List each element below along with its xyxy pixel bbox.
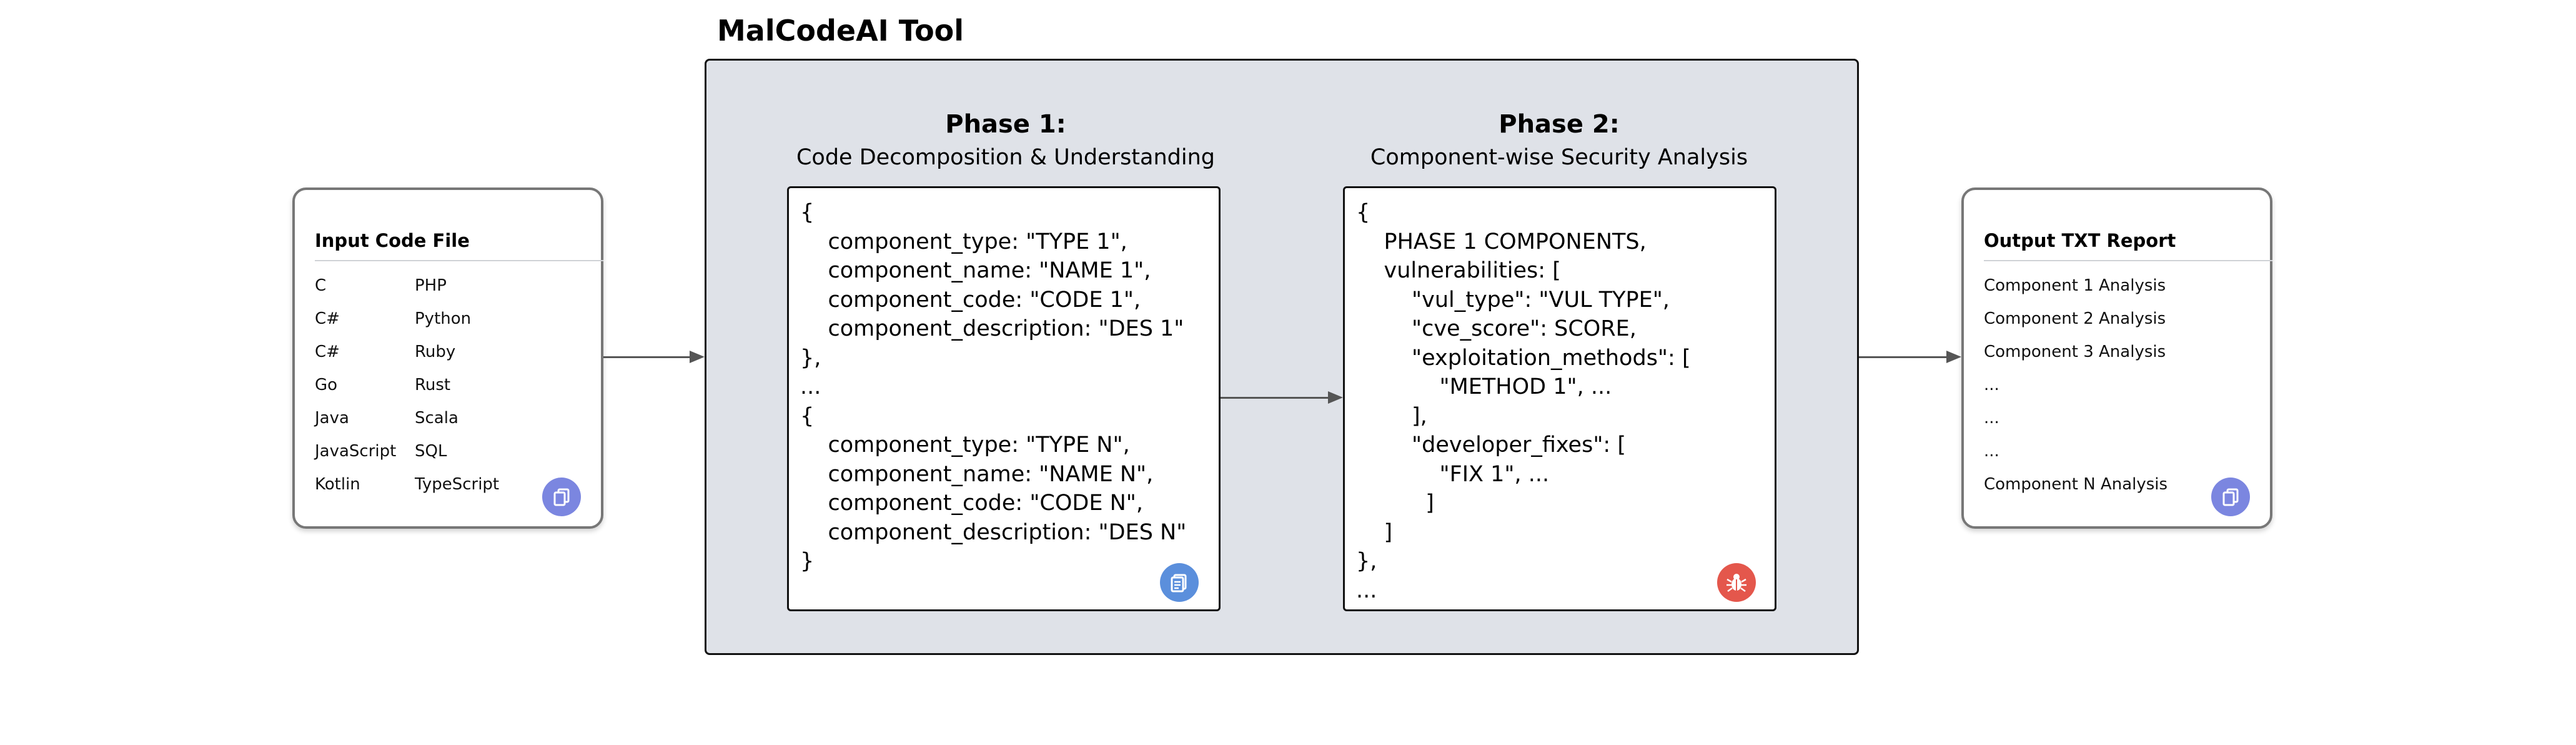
language-item: C [315,276,327,295]
code-line: "METHOD 1", ... [1356,374,1612,399]
language-item: C# [315,342,340,361]
phase2-code-box: { PHASE 1 COMPONENTS, vulnerabilities: [… [1343,186,1776,611]
language-item: C# [315,309,340,328]
language-item: Python [415,309,472,328]
tool-title: MalCodeAI Tool [717,14,964,48]
code-line: }, [800,345,821,371]
language-item: PHP [415,276,447,295]
phase2-subtitle: Component-wise Security Analysis [1370,145,1748,170]
code-line: "vul_type": "VUL TYPE", [1356,287,1670,312]
code-line: component_name: "NAME N", [800,461,1154,487]
code-line: ... [800,374,821,399]
phase1-title: Phase 1: [945,110,1066,139]
code-line: vulnerabilities: [ [1356,258,1561,283]
phase2-title: Phase 2: [1499,110,1620,139]
arrow-input-to-tool [603,356,690,358]
code-line: ], [1356,403,1427,429]
report-item: ... [1984,376,1999,394]
code-line: { [800,200,815,225]
code-line: { [800,403,815,429]
output-card-title: Output TXT Report [1984,230,2176,251]
report-item: Component 2 Analysis [1984,309,2166,328]
code-line: "developer_fixes": [ [1356,432,1626,458]
report-item: ... [1984,409,1999,428]
code-line: component_code: "CODE N", [800,491,1144,516]
arrow-tool-to-output [1859,356,1946,358]
phase1-subtitle: Code Decomposition & Understanding [796,145,1215,170]
language-item: Java [315,409,349,428]
code-line: "exploitation_methods": [ [1356,345,1691,371]
stacked-pages-icon [1160,563,1199,602]
code-line: "cve_score": SCORE, [1356,316,1637,341]
language-item: Kotlin [315,475,360,494]
code-line: component_type: "TYPE N", [800,432,1130,458]
code-line: component_code: "CODE 1", [800,287,1141,312]
code-line: ... [1356,578,1377,603]
arrow-phase1-to-phase2 [1221,397,1328,399]
code-line: } [800,549,815,574]
report-item: Component 1 Analysis [1984,276,2166,295]
input-card-divider [315,260,603,261]
report-item: Component N Analysis [1984,475,2168,494]
bug-icon [1717,563,1756,602]
phase1-code-box: { component_type: "TYPE 1", component_na… [787,186,1221,611]
language-item: Go [315,376,338,394]
arrow-head-tool-to-output [1946,351,1961,363]
arrow-head-phase1-to-phase2 [1328,391,1343,404]
language-item: TypeScript [415,475,500,494]
code-line: ] [1356,519,1393,545]
code-line: component_description: "DES 1" [800,316,1184,341]
copy-icon [2211,478,2250,516]
arrow-head-input-to-tool [690,351,705,363]
report-item: Component 3 Analysis [1984,342,2166,361]
code-line: component_description: "DES N" [800,519,1187,545]
code-line: component_name: "NAME 1", [800,258,1151,283]
report-item: ... [1984,442,1999,461]
code-line: PHASE 1 COMPONENTS, [1356,229,1647,254]
copy-icon [542,478,581,516]
code-line: "FIX 1", ... [1356,461,1550,487]
code-line: component_type: "TYPE 1", [800,229,1127,254]
output-card-divider [1984,260,2272,261]
code-line: { [1356,200,1370,225]
language-item: SQL [415,442,447,461]
language-item: Scala [415,409,458,428]
code-line: ] [1356,491,1434,516]
language-item: Ruby [415,342,456,361]
code-line: }, [1356,549,1377,574]
input-card-title: Input Code File [315,230,470,251]
language-item: Rust [415,376,451,394]
language-item: JavaScript [315,442,397,461]
